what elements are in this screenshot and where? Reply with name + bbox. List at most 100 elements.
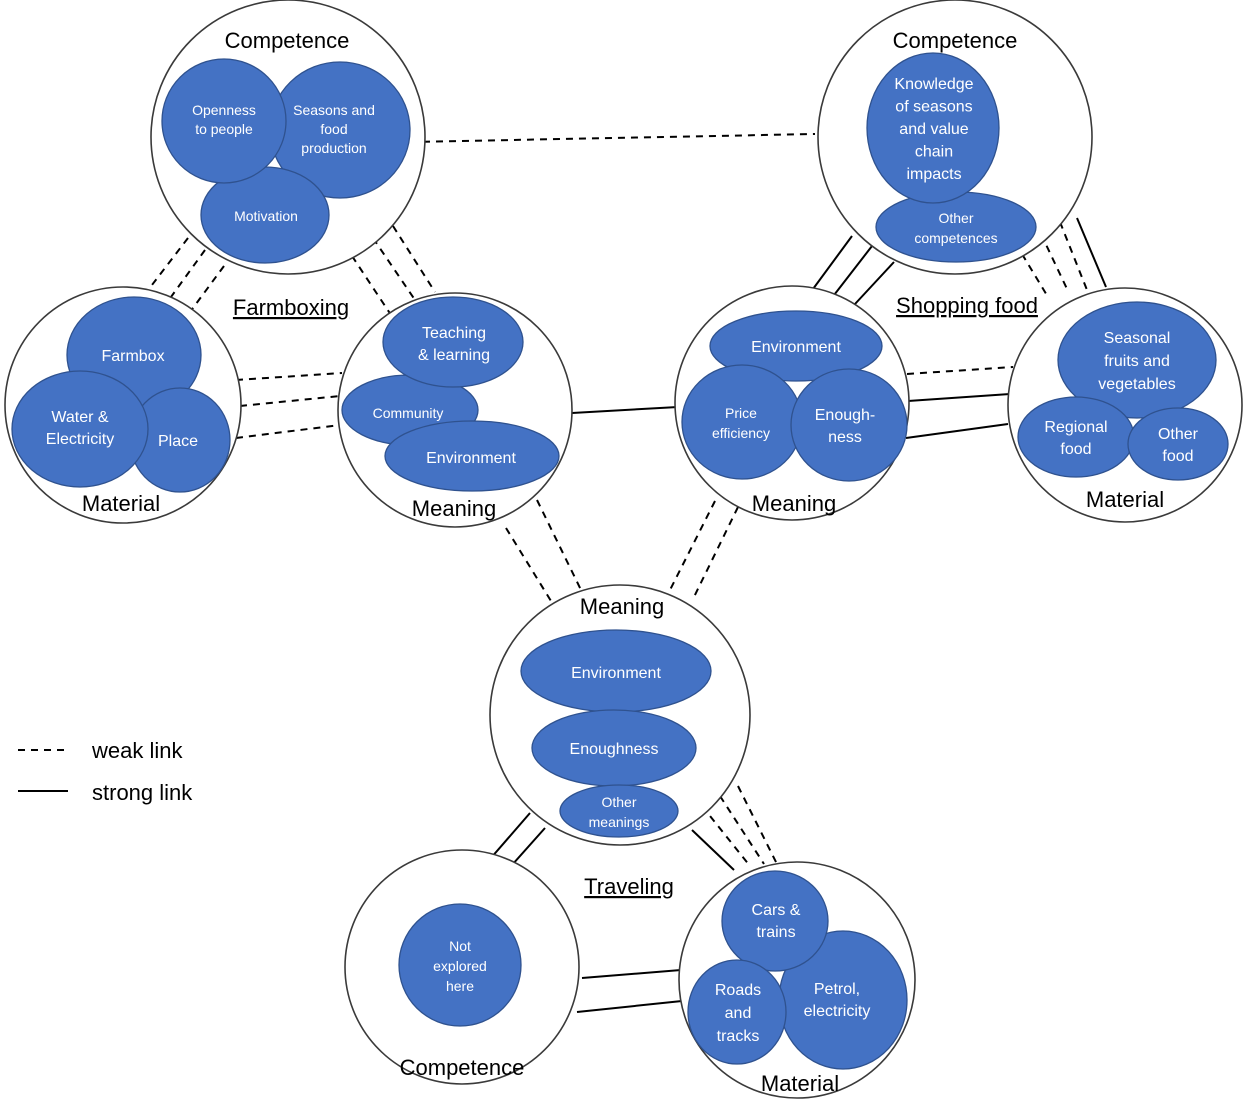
- label-line: Roads: [715, 982, 761, 999]
- label-motivation: Motivation: [234, 208, 298, 224]
- label-travel-material: Material: [761, 1071, 839, 1096]
- link-farm-meaning-travel-meaning-2: [536, 499, 583, 593]
- label-line: and: [725, 1005, 752, 1022]
- link-farm-material-meaning-1: [235, 372, 343, 381]
- label-line: chain: [915, 144, 953, 161]
- blob-farm-environment: [384, 420, 560, 492]
- title-farmboxing: Farmboxing: [233, 295, 349, 320]
- label-line: Regional: [1044, 419, 1107, 436]
- label-line: Seasons and: [293, 102, 375, 118]
- label-price: Price efficiency: [712, 405, 770, 441]
- blob-openness: [161, 58, 287, 184]
- blob-roads: [687, 959, 787, 1065]
- label-line: Knowledge: [894, 76, 973, 93]
- label-place: Place: [158, 433, 198, 450]
- label-shop-meaning: Meaning: [752, 491, 836, 516]
- title-traveling: Traveling: [584, 874, 674, 899]
- link-farm-competence-meaning-2: [372, 237, 416, 301]
- label-line: explored: [433, 958, 487, 974]
- label-travel-competence: Competence: [400, 1055, 525, 1080]
- link-shop-competence-meaning-3: [854, 261, 895, 305]
- links: [141, 133, 1107, 1013]
- label-community: Community: [373, 405, 444, 421]
- label-line: food: [1162, 448, 1193, 465]
- link-farm-competence-material-1: [141, 237, 189, 299]
- link-travel-meaning-material-1: [691, 829, 735, 871]
- practice-titles: Farmboxing Shopping food Traveling: [233, 293, 1038, 899]
- link-shop-competence-material-2: [1040, 233, 1069, 292]
- link-farm-competence-material-3: [189, 265, 225, 313]
- label-line: Place: [158, 433, 198, 450]
- label-line: of seasons: [895, 99, 972, 116]
- label-line: electricity: [804, 1003, 871, 1020]
- label-farm-competence: Competence: [225, 28, 350, 53]
- label-line: Farmbox: [101, 348, 164, 365]
- link-farm-meaning-shop-meaning: [571, 406, 679, 414]
- label-farmbox: Farmbox: [101, 348, 164, 365]
- blob-water: [11, 370, 149, 488]
- legend-strong-label: strong link: [92, 780, 193, 805]
- label-farm-meaning: Meaning: [412, 496, 496, 521]
- label-cars: Cars &trains: [752, 902, 801, 941]
- label-travel-meaning: Meaning: [580, 594, 664, 619]
- blob-shop-environment: [709, 310, 883, 382]
- label-shop-competence: Competence: [893, 28, 1018, 53]
- link-shop-meaning-material-3: [905, 423, 1009, 439]
- label-line: Other: [938, 210, 973, 226]
- link-shop-competence-meaning-1: [812, 235, 853, 290]
- blob-not-explored: [398, 903, 522, 1027]
- label-line: and value: [899, 121, 968, 138]
- label-water: Water &Electricity: [46, 409, 114, 448]
- legend: weak link strong link: [18, 738, 193, 805]
- link-farm-competence-meaning-3: [392, 225, 436, 293]
- label-line: Petrol,: [814, 981, 860, 998]
- label-line: Water &: [51, 409, 109, 426]
- link-travel-competence-material-2: [576, 1000, 683, 1013]
- label-line: tracks: [717, 1028, 760, 1045]
- label-not-explored: Not explored here: [433, 938, 487, 994]
- link-farm-competence-shop-competence: [409, 133, 816, 143]
- legend-weak-label: weak link: [91, 738, 183, 763]
- label-farm-environment: Environment: [426, 450, 516, 467]
- link-shop-competence-material-1: [1021, 253, 1049, 298]
- label-line: here: [446, 978, 474, 994]
- label-teaching: Teaching& learning: [418, 325, 490, 364]
- label-petrol: Petrol, electricity: [804, 981, 871, 1020]
- link-farm-competence-meaning-1: [351, 255, 394, 319]
- sub-elements: [11, 52, 1229, 1070]
- label-line: Price: [725, 405, 757, 421]
- blob-other-meanings: [559, 784, 679, 838]
- link-shop-competence-meaning-2: [830, 245, 873, 300]
- label-openness: Openness to people: [192, 102, 256, 137]
- label-line: & learning: [418, 347, 490, 364]
- label-line: meanings: [589, 814, 650, 830]
- title-shopping-food: Shopping food: [896, 293, 1038, 318]
- label-line: efficiency: [712, 425, 770, 441]
- label-line: Not: [449, 938, 471, 954]
- label-line: Other: [1158, 426, 1199, 443]
- label-line: Motivation: [234, 208, 298, 224]
- blob-knowledge: [866, 52, 1000, 204]
- label-line: ness: [828, 429, 862, 446]
- label-line: impacts: [906, 166, 961, 183]
- label-line: Enoughness: [570, 741, 659, 758]
- label-line: Openness: [192, 102, 256, 118]
- link-shop-meaning-material-2: [907, 393, 1011, 402]
- label-line: Environment: [751, 339, 841, 356]
- label-line: food: [320, 121, 347, 137]
- label-line: trains: [756, 924, 795, 941]
- link-shop-meaning-material-1: [906, 366, 1014, 375]
- circle-labels: Competence Material Meaning Competence M…: [82, 28, 1164, 1096]
- label-line: Enough-: [815, 407, 876, 424]
- link-farm-meaning-travel-meaning-1: [505, 527, 552, 602]
- blob-other-competences: [875, 191, 1037, 263]
- link-shop-meaning-travel-meaning-2: [692, 506, 739, 600]
- label-line: to people: [195, 121, 253, 137]
- link-travel-meaning-material-2: [701, 805, 751, 867]
- label-line: Community: [373, 405, 444, 421]
